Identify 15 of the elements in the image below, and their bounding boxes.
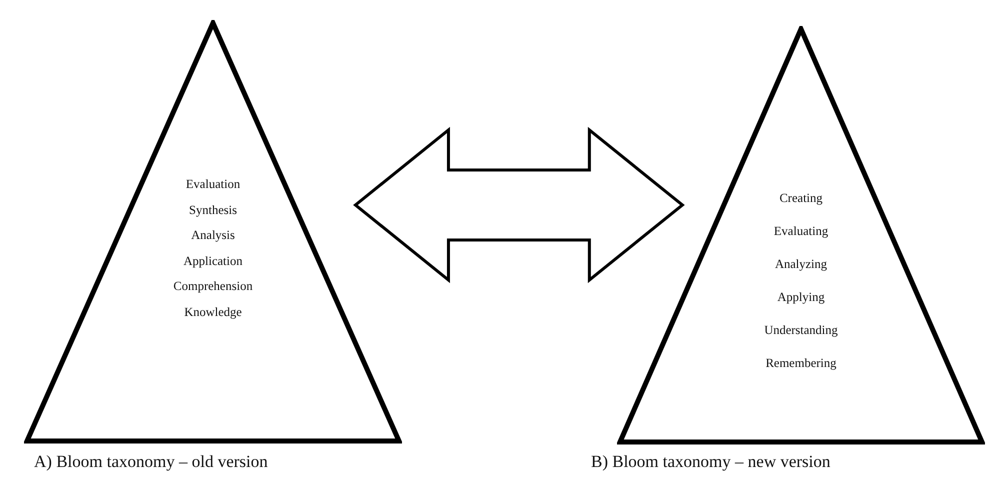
pyramid-label: B) Bloom taxonomy – new version [591, 452, 830, 472]
level-label: Comprehension [173, 279, 253, 294]
level-label: Analyzing [774, 257, 828, 272]
level-label: Remembering [766, 356, 836, 371]
level-label: Applying [777, 290, 825, 305]
level-label: Evaluating [774, 224, 828, 239]
level-label: Creating [779, 191, 823, 206]
level-label: Analysis [191, 228, 235, 243]
level-label: Knowledge [184, 304, 242, 320]
double-arrow [353, 126, 685, 284]
level-label: Synthesis [189, 202, 237, 218]
level-label: Understanding [764, 323, 838, 338]
level-label: Evaluation [186, 177, 240, 192]
level-label: Application [183, 254, 242, 268]
pyramid-label: A) Bloom taxonomy – old version [34, 452, 268, 472]
